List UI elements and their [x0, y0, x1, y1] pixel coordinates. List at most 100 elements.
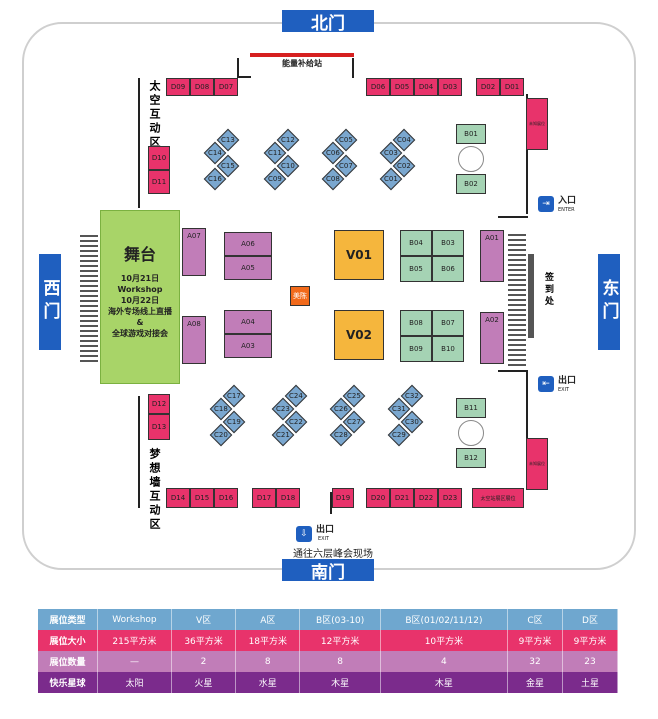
exit-east-icon: ⇤ [538, 376, 554, 392]
west-gate[interactable]: 西门 [39, 254, 61, 350]
booth-a07[interactable]: A07 [182, 228, 206, 276]
booth-d16[interactable]: D16 [214, 488, 238, 508]
booth-b08[interactable]: B08 [400, 310, 432, 336]
booth-d18[interactable]: D18 [276, 488, 300, 508]
wall-top-left-v [237, 58, 239, 78]
legend-cell: 2 [171, 651, 237, 672]
booth-d11[interactable]: D11 [148, 170, 170, 194]
legend-header: B区(03-10) [299, 609, 381, 630]
legend-cell: 金星 [507, 672, 563, 693]
legend-header: C区 [507, 609, 563, 630]
booth-d10[interactable]: D10 [148, 146, 170, 170]
booth-d20[interactable]: D20 [366, 488, 390, 508]
booth-b05[interactable]: B05 [400, 256, 432, 282]
booth-b01[interactable]: B01 [456, 124, 486, 144]
booth-d13[interactable]: D13 [148, 414, 170, 440]
booth-d06[interactable]: D06 [366, 78, 390, 96]
b01-table-icon [458, 146, 484, 172]
legend-cell: 展位数量 [38, 651, 98, 672]
booth-a03[interactable]: A03 [224, 334, 272, 358]
exit-east-label[interactable]: 出口 [558, 376, 577, 386]
booth-b07[interactable]: B07 [432, 310, 464, 336]
booth-space-station[interactable]: 太空站展区展位 [472, 488, 524, 508]
enter-label[interactable]: 入口 [558, 196, 577, 206]
checkin-desk [528, 254, 534, 338]
legend-cell: 36平方米 [171, 630, 237, 651]
legend-row-planet: 快乐星球 太阳 火星 水星 木星 木星 金星 土星 [38, 672, 619, 693]
booth-d04[interactable]: D04 [414, 78, 438, 96]
legend-cell: 木星 [299, 672, 381, 693]
booth-b09[interactable]: B09 [400, 336, 432, 362]
exit-south-label[interactable]: 出口 [316, 525, 335, 535]
booth-a04[interactable]: A04 [224, 310, 272, 334]
art-installation[interactable]: 美陈 [290, 286, 310, 306]
booth-d14[interactable]: D14 [166, 488, 190, 508]
legend-cell: 32 [507, 651, 563, 672]
dream-zone-label: 梦想墙互动区 [148, 448, 161, 532]
stage-line-2: 10月22日 [120, 296, 160, 305]
stage-line-0: 10月21日 [120, 274, 160, 283]
booth-d02[interactable]: D02 [476, 78, 500, 96]
legend-cell: 9平方米 [507, 630, 563, 651]
booth-d01[interactable]: D01 [500, 78, 524, 96]
legend-cell: 8 [299, 651, 381, 672]
booth-right-bottom[interactable]: 未知展位 [526, 438, 548, 490]
booth-d03[interactable]: D03 [438, 78, 462, 96]
booth-d09[interactable]: D09 [166, 78, 190, 96]
wall-right-top [526, 94, 528, 214]
legend-cell: 太阳 [97, 672, 172, 693]
legend-header: D区 [562, 609, 619, 630]
booth-b10[interactable]: B10 [432, 336, 464, 362]
legend-header: A区 [235, 609, 301, 630]
stage-line-5: 全球游戏对接会 [112, 329, 168, 338]
booth-d21[interactable]: D21 [390, 488, 414, 508]
wall-top-right-v [352, 58, 354, 78]
booth-a08[interactable]: A08 [182, 316, 206, 364]
legend-cell: 4 [380, 651, 509, 672]
legend-cell: 9平方米 [562, 630, 619, 651]
booth-b02[interactable]: B02 [456, 174, 486, 194]
booth-d12[interactable]: D12 [148, 394, 170, 414]
booth-right-top[interactable]: 未知展位 [526, 98, 548, 150]
booth-d19[interactable]: D19 [332, 488, 354, 508]
stage-line-1: Workshop [117, 285, 163, 294]
wall-top-left [237, 76, 251, 78]
legend-header: B区(01/02/11/12) [380, 609, 509, 630]
booth-a01[interactable]: A01 [480, 230, 504, 282]
north-gate[interactable]: 北门 [282, 10, 374, 34]
booth-b12[interactable]: B12 [456, 448, 486, 468]
booth-d15[interactable]: D15 [190, 488, 214, 508]
booth-b03[interactable]: B03 [432, 230, 464, 256]
exit-south-icon: ⇩ [296, 526, 312, 542]
legend-cell: 水星 [235, 672, 301, 693]
legend-table: 展位类型 Workshop V区 A区 B区(03-10) B区(01/02/1… [38, 609, 619, 693]
legend-cell: 10平方米 [380, 630, 509, 651]
booth-b06[interactable]: B06 [432, 256, 464, 282]
booth-a02[interactable]: A02 [480, 312, 504, 364]
b11-table-icon [458, 420, 484, 446]
east-gate[interactable]: 东门 [598, 254, 620, 350]
booth-d22[interactable]: D22 [414, 488, 438, 508]
booth-v02[interactable]: V02 [334, 310, 384, 360]
booth-a06[interactable]: A06 [224, 232, 272, 256]
booth-d08[interactable]: D08 [190, 78, 214, 96]
booth-d07[interactable]: D07 [214, 78, 238, 96]
wall-left-bottom [138, 396, 140, 508]
checkin-label: 签到处 [543, 272, 553, 308]
exit-south-sub: EXIT [318, 536, 330, 542]
booth-b04[interactable]: B04 [400, 230, 432, 256]
booth-d05[interactable]: D05 [390, 78, 414, 96]
booth-v01[interactable]: V01 [334, 230, 384, 280]
booth-d23[interactable]: D23 [438, 488, 462, 508]
booth-d17[interactable]: D17 [252, 488, 276, 508]
east-stairs [508, 232, 526, 366]
booth-b11[interactable]: B11 [456, 398, 486, 418]
legend-row-count: 展位数量 — 2 8 8 4 32 23 [38, 651, 619, 672]
wall-right-h1 [498, 216, 528, 218]
legend-cell: 木星 [380, 672, 509, 693]
booth-a05[interactable]: A05 [224, 256, 272, 280]
south-gate[interactable]: 南门 [282, 559, 374, 583]
supply-station-label: 能量补给站 [282, 59, 322, 68]
wall-right-bottom [526, 370, 528, 488]
stage[interactable]: 舞台 10月21日 Workshop 10月22日 海外专场线上直播 & 全球游… [100, 210, 180, 384]
